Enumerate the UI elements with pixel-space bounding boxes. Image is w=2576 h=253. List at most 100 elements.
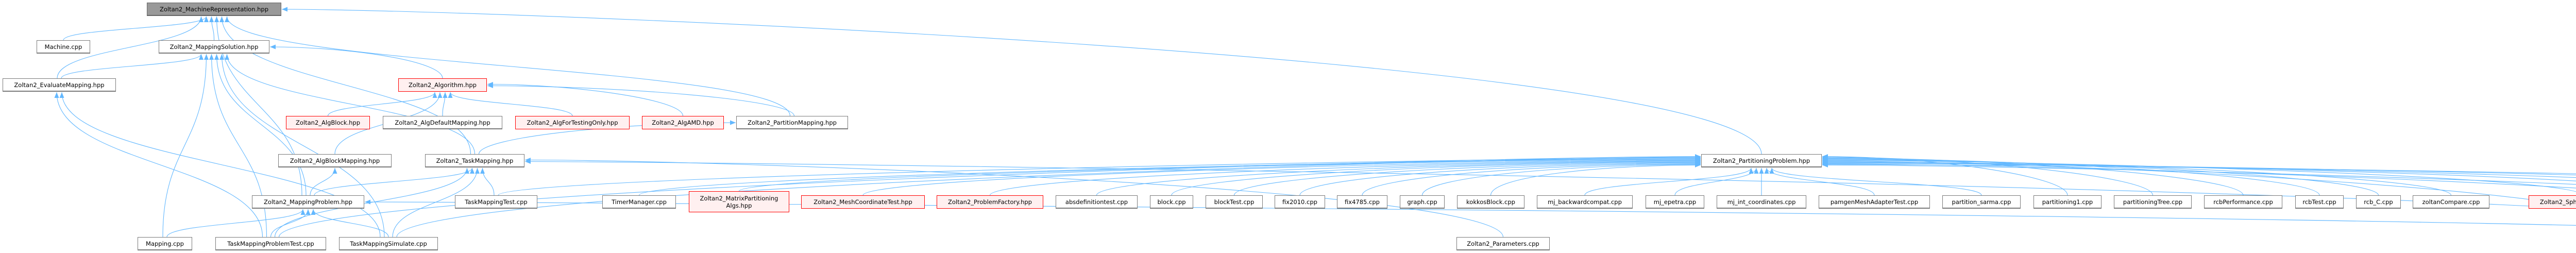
- edge-rcb-test-to-partitioning-problem: [1822, 156, 2320, 196]
- node-alg-block-mapping[interactable]: Zoltan2_AlgBlockMapping.hpp: [278, 154, 392, 167]
- node-label: Zoltan2_ProblemFactory.hpp: [948, 198, 1032, 206]
- node-task-mapping-simulate[interactable]: TaskMappingSimulate.cpp: [339, 237, 438, 250]
- edge-partitioning-problem-to-machine-representation: [281, 7, 1762, 155]
- node-label: Zoltan2_Parameters.cpp: [1467, 240, 1539, 247]
- node-problem-factory[interactable]: Zoltan2_ProblemFactory.hpp: [937, 195, 1043, 209]
- node-label: partitioningTree.cpp: [2123, 198, 2183, 206]
- node-kokkos-block[interactable]: kokkosBlock.cpp: [1457, 195, 1524, 209]
- node-label: Zoltan2_Algorithm.hpp: [409, 81, 477, 89]
- node-alg-block[interactable]: Zoltan2_AlgBlock.hpp: [286, 116, 370, 129]
- edge-machine-cpp-to-machine-representation: [63, 16, 209, 41]
- node-label: TaskMappingProblemTest.cpp: [227, 240, 314, 247]
- node-fix4785[interactable]: fix4785.cpp: [1337, 195, 1387, 209]
- node-partition-mapping[interactable]: Zoltan2_PartitionMapping.hpp: [736, 116, 848, 129]
- node-partitioning-tree[interactable]: partitioningTree.cpp: [2114, 195, 2192, 209]
- edge-task-mapping-problem-test-to-partitioning-problem: [278, 154, 1701, 238]
- edge-partition-mapping-to-algorithm: [487, 83, 795, 116]
- edge-sphynx-research-driver-to-partitioning-problem: [1822, 159, 2576, 207]
- edge-fix2010-to-partitioning-problem: [1299, 161, 1701, 196]
- node-label: Zoltan2_EvaluateMapping.hpp: [14, 81, 105, 89]
- node-graph[interactable]: graph.cpp: [1400, 195, 1445, 209]
- node-rcb-test[interactable]: rcbTest.cpp: [2295, 195, 2344, 209]
- node-partitioning1[interactable]: partitioning1.cpp: [2033, 195, 2102, 209]
- edge-task-mapping-simulate-to-task-mapping: [392, 167, 480, 238]
- node-partition-sarma[interactable]: partition_sarma.cpp: [1942, 195, 2021, 209]
- node-task-mapping-problem-test[interactable]: TaskMappingProblemTest.cpp: [215, 237, 326, 250]
- edge-partition-mapping-to-machine-representation: [225, 16, 791, 116]
- node-label: Mapping.cpp: [146, 240, 184, 247]
- node-block-test[interactable]: blockTest.cpp: [1206, 195, 1263, 209]
- edge-alg-for-testing-only-to-algorithm: [448, 92, 573, 116]
- node-label: Zoltan2_MappingSolution.hpp: [170, 43, 259, 50]
- node-mesh-coordinate-test[interactable]: Zoltan2_MeshCoordinateTest.hpp: [801, 195, 925, 209]
- node-mapping-problem[interactable]: Zoltan2_MappingProblem.hpp: [252, 195, 364, 209]
- node-label: mj_epetra.cpp: [1653, 198, 1697, 206]
- node-label: blockTest.cpp: [1214, 198, 1255, 206]
- node-label: fix4785.cpp: [1345, 198, 1380, 206]
- node-label: rcbPerformance.cpp: [2213, 198, 2273, 206]
- edge-fix4785-to-partitioning-problem: [1362, 161, 1701, 196]
- node-label: Zoltan2_PartitionMapping.hpp: [748, 119, 837, 126]
- node-mj-backwardcompat[interactable]: mj_backwardcompat.cpp: [1537, 195, 1633, 209]
- edge-task-mapping-problem-test-to-mapping-solution: [209, 54, 267, 238]
- node-partitioning-problem[interactable]: Zoltan2_PartitioningProblem.hpp: [1701, 154, 1822, 167]
- node-alg-for-testing-only[interactable]: Zoltan2_AlgForTestingOnly.hpp: [515, 116, 630, 129]
- edge-matrix-partitioning-algs-to-partitioning-problem: [738, 157, 1701, 192]
- edge-problem-factory-to-partitioning-problem: [989, 158, 1701, 196]
- node-label: Zoltan2_SphynxProblem.hpp: [2539, 198, 2576, 206]
- edge-partition-sarma-to-partitioning-problem: [1769, 167, 1982, 196]
- edge-graph-to-partitioning-problem: [1421, 162, 1701, 196]
- edge-task-mapping-problem-test-to-evaluate-mapping: [54, 92, 263, 238]
- edge-evaluate-mapping-to-mapping-solution: [61, 54, 204, 79]
- node-label: Zoltan2_MachineRepresentation.hpp: [159, 5, 269, 13]
- edge-mj-backwardcompat-to-partitioning-problem: [1584, 167, 1754, 196]
- node-zoltan2-parameters[interactable]: Zoltan2_Parameters.cpp: [1456, 237, 1550, 250]
- edge-multi-jagged-test-to-partitioning-problem: [1822, 161, 2576, 189]
- node-alg-amd[interactable]: Zoltan2_AlgAMD.hpp: [642, 116, 724, 129]
- node-absdefinitiontest[interactable]: absdefinitiontest.cpp: [1056, 195, 1138, 209]
- node-algorithm[interactable]: Zoltan2_Algorithm.hpp: [398, 78, 487, 92]
- node-label: mj_int_coordinates.cpp: [1727, 198, 1796, 206]
- edge-mapping-cpp-to-mapping-problem: [166, 209, 306, 238]
- node-fix2010[interactable]: fix2010.cpp: [1275, 195, 1325, 209]
- node-block[interactable]: block.cpp: [1150, 195, 1193, 209]
- node-label: zoltanCompare.cpp: [2422, 198, 2480, 206]
- node-mj-int-coordinates[interactable]: mj_int_coordinates.cpp: [1717, 195, 1806, 209]
- node-mj-epetra[interactable]: mj_epetra.cpp: [1646, 195, 1704, 209]
- node-pamgen-mesh-adapter-test[interactable]: pamgenMeshAdapterTest.cpp: [1819, 195, 1930, 209]
- node-sphynx-problem[interactable]: Zoltan2_SphynxProblem.hpp: [2529, 195, 2576, 209]
- edge-alg-block-to-algorithm: [327, 92, 437, 116]
- edge-task-mapping-simulate-to-partitioning-problem: [396, 155, 1701, 238]
- node-label: rcbTest.cpp: [2302, 198, 2336, 206]
- node-label: partition_sarma.cpp: [1952, 198, 2011, 206]
- node-machine-representation: Zoltan2_MachineRepresentation.hpp: [147, 3, 281, 16]
- node-machine-cpp[interactable]: Machine.cpp: [37, 40, 90, 54]
- node-label: absdefinitiontest.cpp: [1065, 198, 1128, 206]
- edge-zoltan-compare-to-partitioning-problem: [1822, 157, 2452, 196]
- node-label: mj_backwardcompat.cpp: [1548, 198, 1622, 206]
- node-zoltan-compare[interactable]: zoltanCompare.cpp: [2413, 195, 2489, 209]
- node-timer-manager[interactable]: TimerManager.cpp: [602, 195, 676, 209]
- edge-algorithm-to-mapping-solution: [269, 44, 443, 79]
- edge-mapping-cpp-to-mapping-solution: [162, 54, 209, 238]
- node-alg-default-mapping[interactable]: Zoltan2_AlgDefaultMapping.hpp: [383, 116, 502, 129]
- node-mapping-solution[interactable]: Zoltan2_MappingSolution.hpp: [159, 40, 269, 54]
- edge-block-to-partitioning-problem: [1171, 159, 1701, 196]
- node-label: fix2010.cpp: [1282, 198, 1317, 206]
- node-label: Zoltan2_MeshCoordinateTest.hpp: [814, 198, 912, 206]
- edge-mapping-problem-to-mapping-solution: [214, 54, 307, 196]
- node-rcb-performance[interactable]: rcbPerformance.cpp: [2204, 195, 2282, 209]
- node-label: partitioning1.cpp: [2042, 198, 2093, 206]
- edge-geometric-generator-to-partitioning-problem: [1822, 161, 2576, 176]
- edge-task-mapping-simulate-to-mapping-solution: [219, 54, 385, 238]
- node-rcb-c[interactable]: rcb_C.cpp: [2356, 195, 2401, 209]
- node-label: Machine.cpp: [44, 43, 82, 50]
- node-matrix-partitioning-algs[interactable]: Zoltan2_MatrixPartitioning Algs.hpp: [689, 191, 789, 212]
- node-label: TimerManager.cpp: [612, 198, 667, 206]
- node-mapping-cpp[interactable]: Mapping.cpp: [138, 237, 192, 250]
- node-task-mapping[interactable]: Zoltan2_TaskMapping.hpp: [425, 154, 524, 167]
- edge-mj-epetra-to-partitioning-problem: [1674, 167, 1759, 196]
- node-evaluate-mapping[interactable]: Zoltan2_EvaluateMapping.hpp: [3, 78, 116, 92]
- node-task-mapping-test[interactable]: TaskMappingTest.cpp: [455, 195, 537, 209]
